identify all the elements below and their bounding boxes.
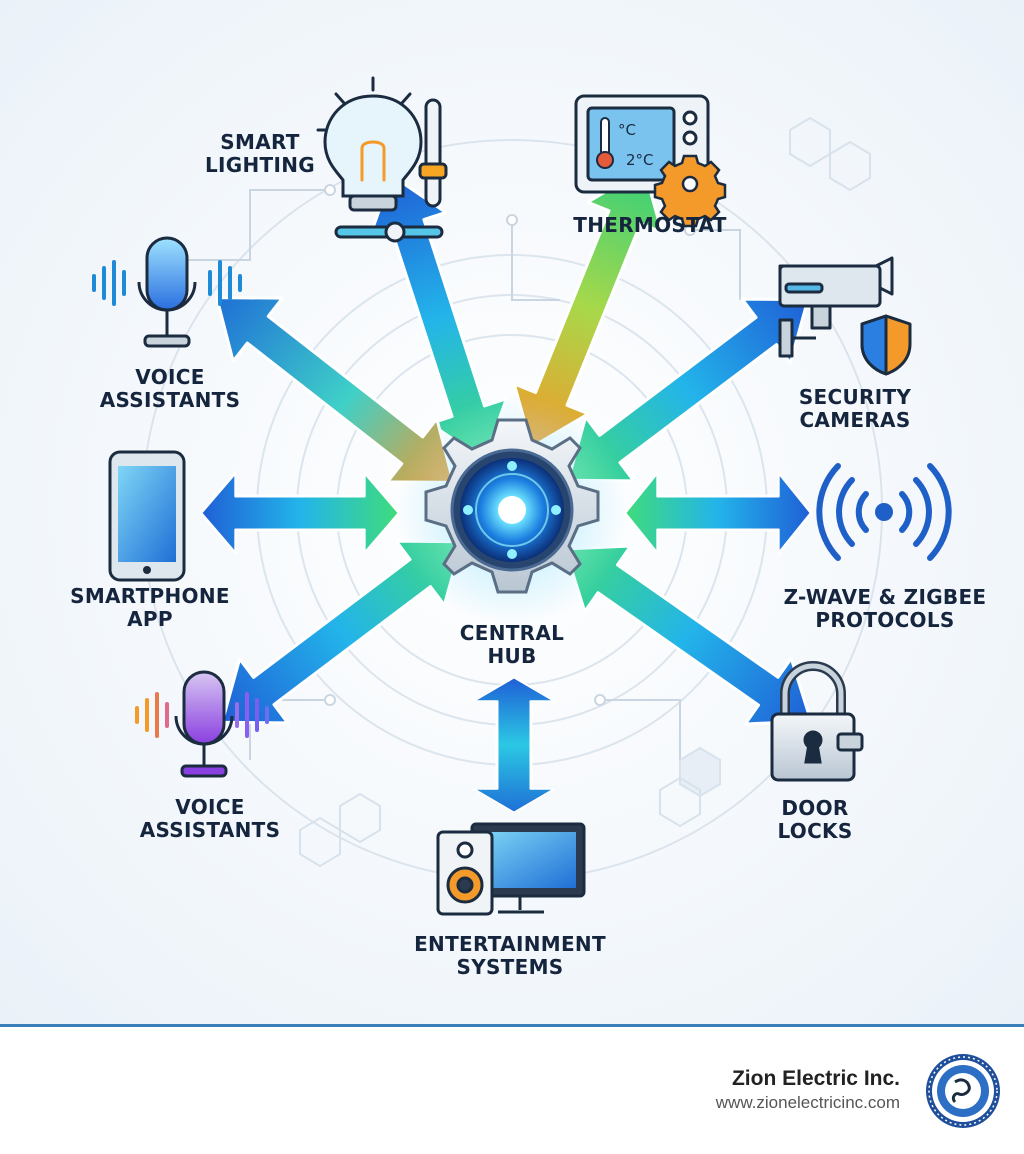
company-seal-icon: [926, 1054, 1000, 1128]
company-name: Zion Electric Inc.: [731, 1067, 900, 1090]
thermostat-reading-bottom: 2°C: [626, 151, 654, 169]
label-door-locks: DOOR LOCKS: [777, 796, 853, 843]
diagram-canvas: °C 2°C: [0, 0, 1024, 1024]
smartphone-icon: [108, 450, 186, 582]
label-voice-assistants-top: VOICE ASSISTANTS: [99, 365, 241, 412]
company-website: www.zionelectricinc.com: [715, 1093, 900, 1112]
circuit-traces: [170, 184, 741, 780]
label-voice-assistants-bottom: VOICE ASSISTANTS: [139, 795, 281, 842]
label-thermostat: THERMOSTAT: [573, 213, 727, 237]
label-central-hub: CENTRAL HUB: [459, 621, 565, 668]
security-camera-icon: [778, 256, 912, 376]
central-hub-icon: [397, 395, 627, 625]
footer: Zion Electric Inc. www.zionelectricinc.c…: [0, 1027, 1024, 1154]
microphone-icon-bottom: [135, 670, 269, 778]
label-smartphone-app: SMARTPHONE APP: [70, 584, 230, 631]
wireless-signal-icon: [816, 463, 952, 561]
label-entertainment: ENTERTAINMENT SYSTEMS: [414, 932, 606, 979]
label-smart-lighting: SMART LIGHTING: [205, 130, 315, 177]
footer-divider: [0, 1024, 1024, 1027]
padlock-icon: [770, 661, 864, 782]
arrow-zwave-zigbee: [623, 471, 813, 555]
microphone-icon-top: [92, 236, 242, 348]
diagram-graphic: °C 2°C: [92, 76, 952, 916]
label-security-cameras: SECURITY CAMERAS: [798, 385, 912, 432]
label-zwave-zigbee: Z-WAVE & ZIGBEE PROTOCOLS: [783, 585, 987, 632]
thermostat-reading-top: °C: [618, 121, 636, 139]
arrow-entertainment: [472, 676, 556, 814]
speaker-monitor-icon: [436, 822, 586, 916]
hexagon-pattern: [299, 116, 871, 868]
thermostat-icon: °C 2°C: [574, 94, 727, 228]
lightbulb-slider-icon: [316, 76, 448, 243]
